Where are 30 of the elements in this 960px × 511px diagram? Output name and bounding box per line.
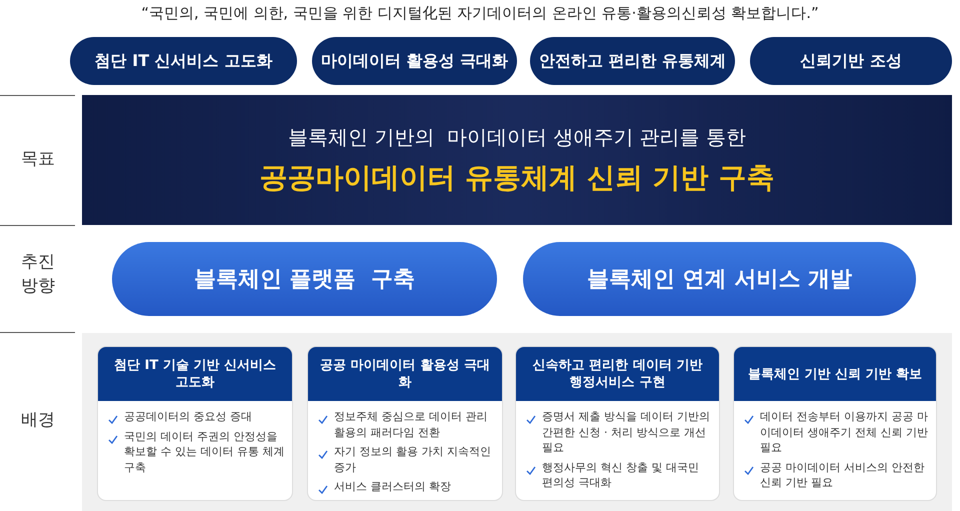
- card-header: 블록체인 기반 신뢰 기반 확보: [734, 347, 936, 401]
- bullet-text: 자기 정보의 활용 가치 지속적인 증가: [334, 445, 491, 474]
- banner-subtitle: 블록체인 기반의 마이데이터 생애주기 관리를 통한: [288, 124, 746, 150]
- bullet-text: 정보주체 중심으로 데이터 관리 활용의 패러다임 전환: [334, 410, 488, 438]
- pill-button: 마이데이터 활용성 극대화: [312, 37, 517, 85]
- bullet-text: 서비스 클러스터의 확장: [334, 480, 451, 493]
- pill-button: 첨단 IT 신서비스 고도화: [70, 37, 297, 85]
- card-header: 첨단 IT 기술 기반 신서비스 고도화: [98, 347, 292, 401]
- info-card: [515, 346, 720, 501]
- row-label: 목표: [20, 148, 56, 171]
- bullet-text: 공공데이터의 중요성 증대: [124, 410, 252, 423]
- info-card: [97, 346, 293, 501]
- bullet-text: 공공 마이데이터 서비스의 안전한 신뢰 기반 필요: [760, 460, 924, 489]
- pill-button: 신뢰기반 조성: [750, 37, 952, 85]
- info-card: [733, 346, 937, 501]
- row-label: 배경: [20, 409, 56, 432]
- bullet-text: 행정사무의 혁신 창출 및 대국민 편의성 극대화: [542, 460, 699, 489]
- banner-title: 공공마이데이터 유통체계 신뢰 기반 구축: [260, 160, 774, 196]
- direction-pill: 블록체인 연계 서비스 개발: [523, 242, 916, 316]
- row-label: 추진 방향: [20, 251, 56, 298]
- goal-banner: [82, 95, 952, 225]
- bullet-text: 국민의 데이터 주권의 안정성을 확보할 수 있는 데이터 유통 체계 구축: [124, 430, 284, 474]
- quote-title: “국민의, 국민에 의한, 국민을 위한 디지털化된 자기데이터의 온라인 유통·활용의신뢰성 확보합니다.”: [140, 4, 820, 23]
- card-header: 신속하고 편리한 데이터 기반 행정서비스 구현: [516, 347, 719, 401]
- pill-button: 안전하고 편리한 유통체계: [530, 37, 735, 85]
- bullet-text: 데이터 전송부터 이용까지 공공 마이데이터 생애주기 전체 신뢰 기반 필요: [760, 410, 928, 454]
- info-card: [307, 346, 503, 501]
- direction-pill: 블록체인 플랫폼 구축: [112, 242, 497, 316]
- card-header: 공공 마이데이터 활용성 극대화: [308, 347, 502, 401]
- bullet-text: 증명서 제출 방식을 데이터 기반의 간편한 신청 · 처리 방식으로 개선 필요: [542, 410, 710, 454]
